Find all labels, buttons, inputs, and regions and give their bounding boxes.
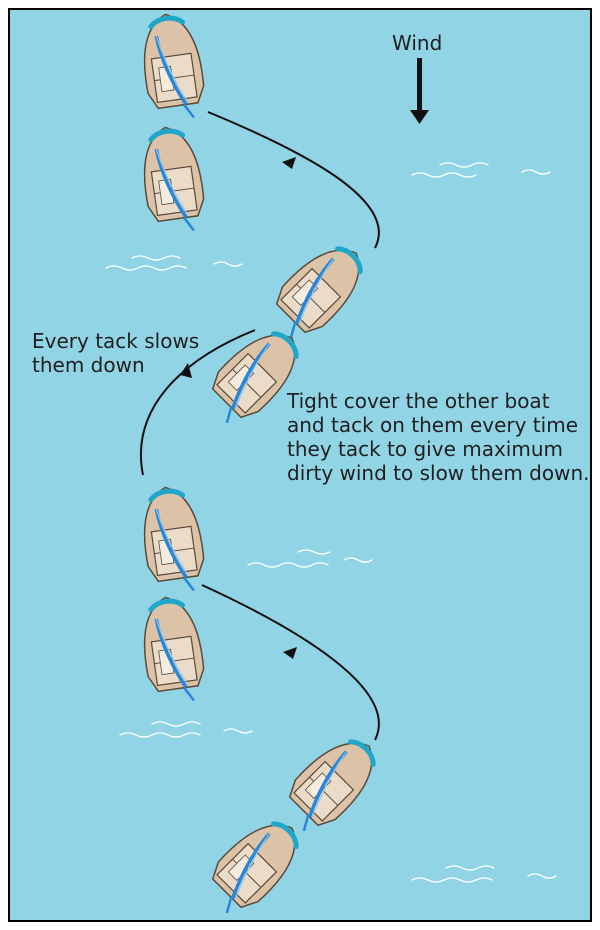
- tight-cover-line: dirty wind to slow them down.: [287, 461, 590, 485]
- tight-cover-line: Tight cover the other boat: [286, 389, 550, 413]
- tight-cover-line: and tack on them every time: [287, 413, 578, 437]
- wind-label: Wind: [392, 31, 442, 55]
- tight-cover-label: Tight cover the other boat and tack on t…: [286, 389, 590, 485]
- every-tack-line: Every tack slows: [32, 329, 199, 353]
- tight-cover-line: they tack to give maximum: [287, 437, 563, 461]
- every-tack-line: them down: [32, 353, 145, 377]
